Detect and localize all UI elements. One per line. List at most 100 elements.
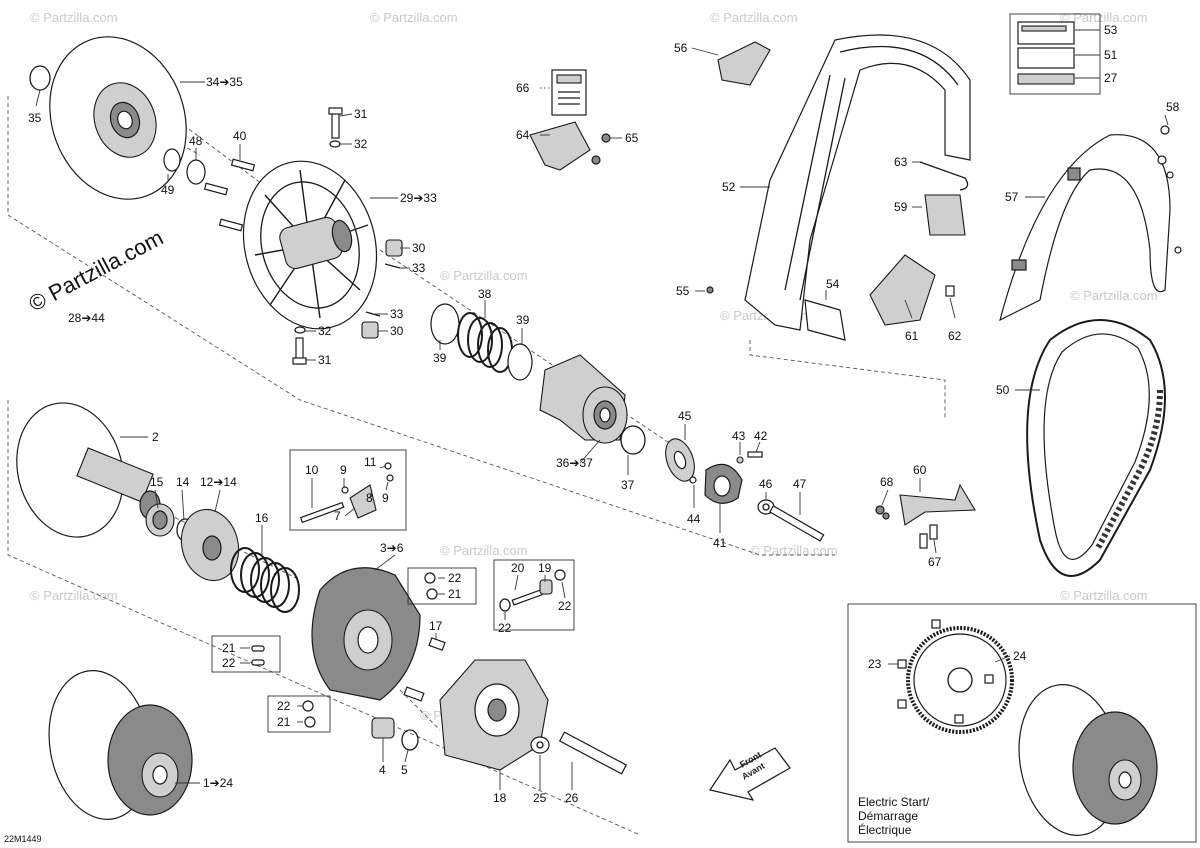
callout: 28➔44	[68, 311, 105, 325]
callout: 24	[1013, 649, 1027, 663]
washer-48-49	[163, 148, 206, 185]
callout: 25	[533, 791, 547, 805]
callout: 19	[538, 561, 552, 575]
callout: 10	[305, 463, 319, 477]
watermark: © Partzilla.com	[440, 543, 528, 558]
callout-labels: 35 34➔35 31 32 40 48 49 29➔33 30 33 28➔4…	[28, 23, 1180, 805]
callout: 31	[318, 353, 332, 367]
watermark: © Partzilla.com	[750, 543, 838, 558]
callout: 54	[826, 277, 840, 291]
callout: 63	[894, 155, 908, 169]
callout: 46	[759, 477, 773, 491]
callout: 43	[732, 429, 746, 443]
callout: 32	[318, 324, 332, 338]
callout: 60	[913, 463, 927, 477]
callout: 51	[1104, 48, 1118, 62]
bushing-4-ring-5	[371, 717, 419, 751]
callout: 3➔6	[380, 541, 404, 555]
callout: 50	[996, 383, 1010, 397]
callout: 14	[176, 475, 190, 489]
callout: 40	[233, 129, 247, 143]
callout: 21	[222, 641, 236, 655]
washer-25-bolt-26	[530, 731, 628, 775]
callout: 56	[674, 41, 688, 55]
drive-belt-50	[1026, 319, 1166, 577]
ring-35	[29, 65, 51, 91]
washer-46-bolt-47	[757, 499, 825, 542]
callout: 65	[625, 131, 639, 145]
bracket-61-nut-62-55-54	[706, 254, 955, 341]
bushing-21-22-box-low	[267, 695, 331, 733]
watermark: © Partzilla.com	[370, 10, 458, 25]
spider-18	[439, 659, 549, 771]
callout: 18	[493, 791, 507, 805]
callout: 57	[1005, 190, 1019, 204]
callout: 32	[354, 137, 368, 151]
spring-38	[430, 303, 533, 381]
callout: 8	[366, 491, 373, 505]
callout: 36➔37	[556, 456, 593, 470]
bracket-60	[875, 483, 976, 549]
callout: 23	[868, 657, 882, 671]
callout: 22	[222, 656, 236, 670]
callout: 67	[928, 555, 942, 569]
callout: 9	[382, 491, 389, 505]
drive-pulley-assembly-1	[48, 670, 193, 820]
pin-63-clip-59	[919, 161, 969, 236]
drawing-code: 22M1449	[4, 834, 42, 844]
callout: 59	[894, 200, 908, 214]
callout: 26	[565, 791, 579, 805]
callout: 64	[516, 128, 530, 142]
electric-start-box: Electric Start/ Démarrage Électrique	[847, 603, 1197, 843]
label-plate	[1009, 13, 1101, 95]
sliding-sheave-3	[311, 567, 446, 702]
callout: 9	[340, 463, 347, 477]
callout: 27	[1104, 71, 1118, 85]
electric-start-caption: Electric Start/	[858, 795, 930, 809]
callout: 53	[1104, 23, 1118, 37]
watermark: © Partzilla.com	[30, 588, 118, 603]
callout: 41	[713, 536, 727, 550]
arm-7-10-box	[289, 449, 407, 531]
callout: 22	[558, 599, 572, 613]
callout: 21	[448, 587, 462, 601]
cam-36	[539, 354, 646, 455]
callout: 49	[161, 183, 175, 197]
callout: 58	[1166, 100, 1180, 114]
callout: 30	[412, 241, 426, 255]
callout: 33	[390, 307, 404, 321]
callout: 12➔14	[200, 475, 237, 489]
callout: 47	[793, 477, 807, 491]
rubber-pad-56	[717, 41, 771, 86]
electric-start-caption: Électrique	[858, 822, 912, 837]
bushing-21-22-box-mid	[211, 635, 281, 673]
callout: 20	[511, 561, 525, 575]
callout: 22	[277, 699, 291, 713]
electric-start-caption: Démarrage	[858, 809, 918, 823]
watermark: © Partzilla.com	[440, 268, 528, 283]
rollers-30-33	[361, 239, 403, 339]
callout: 39	[516, 313, 530, 327]
callout: 7	[334, 509, 341, 523]
callout: 2	[152, 430, 159, 444]
callout: 62	[948, 329, 962, 343]
bolts-31-32-40	[203, 107, 343, 365]
callout: 21	[277, 715, 291, 729]
callout: 68	[880, 475, 894, 489]
sheave-2	[16, 402, 194, 542]
bushing-21-22-box-top	[407, 567, 477, 605]
callout: 61	[905, 329, 919, 343]
bracket-64	[529, 121, 611, 171]
callout: 66	[516, 81, 530, 95]
leader-lines	[35, 29, 1169, 790]
callout: 42	[754, 429, 768, 443]
callout: 52	[722, 180, 736, 194]
callout: 55	[676, 284, 690, 298]
callout: 31	[354, 107, 368, 121]
callout: 44	[687, 512, 701, 526]
fixed-sheave-34	[49, 36, 187, 200]
watermark: © Partzilla.com	[1070, 288, 1158, 303]
spring-16	[230, 547, 300, 613]
callout: 11	[364, 455, 377, 469]
